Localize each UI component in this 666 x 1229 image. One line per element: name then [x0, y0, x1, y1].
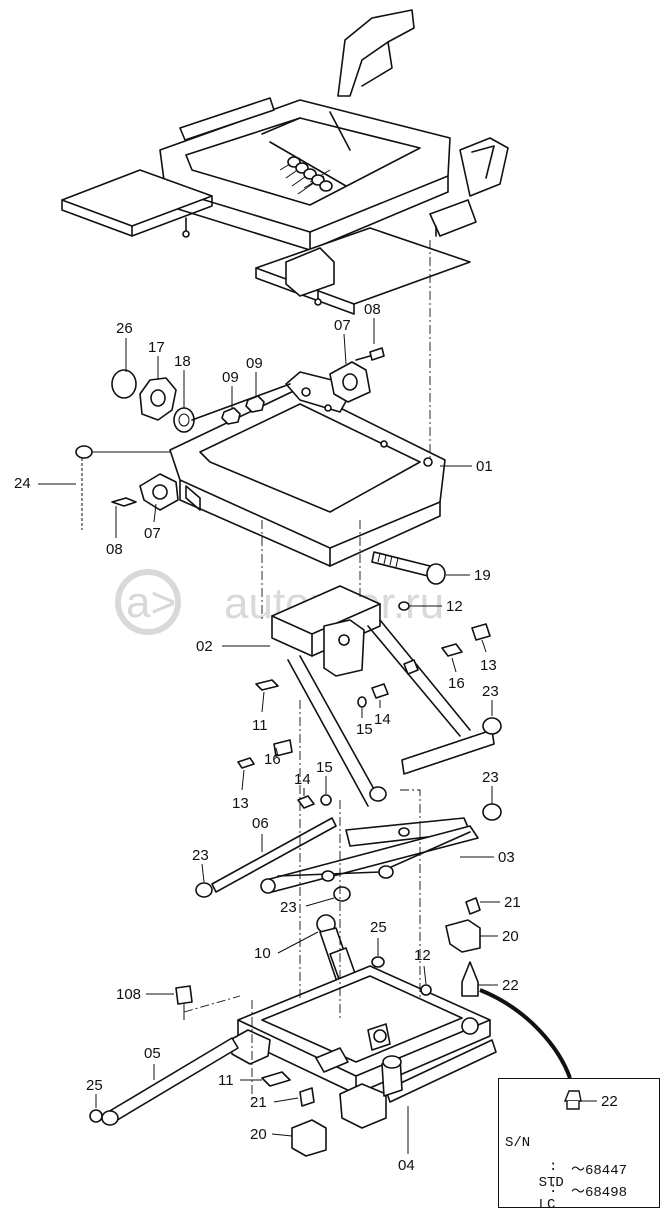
inset-row-std: STD: [505, 1159, 564, 1207]
chain-24: [75, 445, 170, 530]
callout-14b: 14: [294, 771, 311, 788]
callout-06: 06: [252, 815, 269, 832]
callout-108: 108: [116, 986, 141, 1003]
callout-13a: 13: [480, 657, 497, 674]
knob-assembly: [111, 369, 291, 433]
base-frame-04: [229, 965, 497, 1129]
shaft-06: [195, 817, 337, 898]
callout-04: 04: [398, 1157, 415, 1174]
upper-small-parts: [237, 623, 502, 821]
inset-leader-cable: [479, 988, 572, 1079]
washer-12: [420, 984, 432, 996]
callout-25a: 25: [370, 919, 387, 936]
inset-row-lc-name: LC: [538, 1197, 556, 1213]
callout-08a: 08: [364, 301, 381, 318]
callout-02: 02: [196, 638, 213, 655]
seat-rail-frame: [61, 0, 580, 315]
callout-17: 17: [148, 339, 165, 356]
inset-row-std-value: ～68447: [571, 1163, 628, 1179]
callout-15b: 15: [316, 759, 333, 776]
callout-01: 01: [476, 458, 493, 475]
callout-22a: 22: [502, 977, 519, 994]
callout-14a: 14: [374, 711, 391, 728]
shaft-19: [371, 551, 446, 585]
callout-23b: 23: [482, 769, 499, 786]
callout-13b: 13: [232, 795, 249, 812]
callout-12a: 12: [446, 598, 463, 615]
inset-row-lc: LC: [505, 1181, 556, 1229]
callout-07a: 07: [334, 317, 351, 334]
inset-row-lc-value: ～68498: [571, 1185, 628, 1201]
callout-05: 05: [144, 1045, 161, 1062]
clip-25: [371, 956, 385, 968]
shaft-05: [89, 1037, 239, 1126]
callout-12b: 12: [414, 947, 431, 964]
callout-23c: 23: [192, 847, 209, 864]
bracket-20-upper: [445, 897, 481, 953]
serial-number-inset: 22 S/N STD : ～68447 LC : ～68498: [498, 1078, 660, 1213]
pin-22: [461, 961, 479, 997]
upper-arm-02: [271, 585, 495, 807]
callout-23d: 23: [280, 899, 297, 916]
bolt-108: [175, 985, 193, 1020]
callout-11b: 11: [218, 1072, 234, 1089]
bushing-23: [333, 886, 351, 902]
mounting-frame-01: [169, 371, 446, 567]
callout-23a: 23: [482, 683, 499, 700]
inset-row-std-sep: :: [549, 1159, 558, 1175]
callout-20b: 20: [250, 1126, 267, 1143]
callout-09a: 09: [222, 369, 239, 386]
inset-sn-label: S/N: [505, 1135, 531, 1151]
callout-18: 18: [174, 353, 191, 370]
bracket-20-lower: [261, 1071, 327, 1157]
inset-row-lc-sep: :: [549, 1181, 558, 1197]
lower-arm-03: [260, 817, 479, 894]
callout-16b: 16: [264, 751, 281, 768]
inset-pin-22: [563, 1090, 597, 1110]
callout-21a: 21: [504, 894, 521, 911]
callout-26: 26: [116, 320, 133, 337]
callouts: 26 17 18 09 09 07 08 01 24 08 07 19 12 0…: [14, 301, 521, 1174]
callout-08b: 08: [106, 541, 123, 558]
callout-16a: 16: [448, 675, 465, 692]
callout-24: 24: [14, 475, 31, 492]
watermark-glyph: a>: [126, 578, 176, 627]
inset-row-std-name: STD: [538, 1175, 564, 1191]
callout-09b: 09: [246, 355, 263, 372]
inset-part-label: 22: [601, 1093, 618, 1110]
bracket-07-upper: [329, 347, 385, 403]
callout-19: 19: [474, 567, 491, 584]
callout-15a: 15: [356, 721, 373, 738]
nuts-09: [221, 395, 265, 425]
bracket-07-lower: [111, 473, 179, 511]
callout-10: 10: [254, 945, 271, 962]
callout-25b: 25: [86, 1077, 103, 1094]
callout-07b: 07: [144, 525, 161, 542]
callout-20a: 20: [502, 928, 519, 945]
callout-21b: 21: [250, 1094, 267, 1111]
alignment-lines: [183, 240, 431, 1100]
callout-03: 03: [498, 849, 515, 866]
callout-11a: 11: [252, 717, 268, 734]
